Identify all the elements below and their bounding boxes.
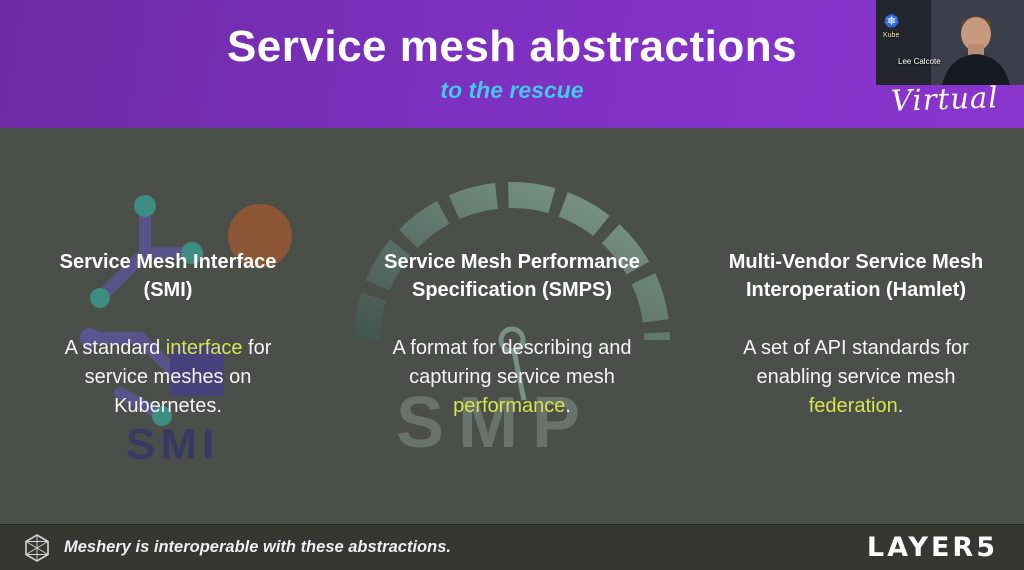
smi-logo-watermark-icon bbox=[60, 178, 310, 433]
column-title-smi: Service Mesh Interface (SMI) bbox=[59, 251, 277, 301]
kubernetes-logo-icon bbox=[884, 13, 899, 33]
body-text: . bbox=[897, 395, 904, 417]
virtual-script-label: Virtual bbox=[889, 80, 999, 118]
layer5-wordmark: LAYER5 bbox=[866, 532, 998, 563]
header-banner: Service mesh abstractions to the rescue bbox=[0, 0, 1024, 128]
smp-watermark-text: SMP bbox=[396, 383, 595, 463]
column-body-smps: A format for describing and capturing se… bbox=[362, 334, 662, 421]
body-text: for service meshes on Kubernetes. bbox=[84, 337, 272, 417]
smi-watermark-text: SMI bbox=[126, 420, 220, 469]
body-text: A format for describing and capturing se… bbox=[392, 337, 632, 388]
footer-bar: Meshery is interoperable with these abst… bbox=[0, 524, 1024, 570]
column-body-hamlet: A set of API standards for enabling serv… bbox=[716, 334, 996, 421]
webcam-logo-text: Kube bbox=[883, 32, 900, 39]
column-title-hamlet: Multi-Vendor Service Mesh Interoperation… bbox=[728, 251, 984, 301]
column-smi: Service Mesh Interface (SMI) A standard … bbox=[3, 248, 333, 421]
highlight-text: federation bbox=[808, 395, 898, 417]
page-title: Service mesh abstractions bbox=[226, 22, 798, 71]
column-hamlet: Multi-Vendor Service Mesh Interoperation… bbox=[691, 248, 1021, 421]
column-smps: Service Mesh Performance Specification (… bbox=[347, 248, 677, 421]
smp-gauge-watermark-icon bbox=[352, 168, 682, 433]
body-text: . bbox=[565, 395, 571, 417]
body-text: A standard bbox=[64, 337, 166, 359]
columns: Service Mesh Interface (SMI) A standard … bbox=[0, 248, 1024, 421]
footer-note: Meshery is interoperable with these abst… bbox=[64, 538, 451, 556]
column-title-smps: Service Mesh Performance Specification (… bbox=[384, 251, 640, 301]
participant-name: Lee Calcote bbox=[898, 57, 941, 66]
highlight-text: performance bbox=[453, 395, 566, 417]
body-text: A set of API standards for enabling serv… bbox=[743, 337, 969, 388]
column-body-smi: A standard interface for service meshes … bbox=[46, 334, 291, 421]
highlight-text: interface bbox=[165, 337, 243, 359]
speaker-avatar bbox=[876, 0, 1024, 85]
webcam-tile[interactable]: Kube Lee Calcote bbox=[876, 0, 1024, 85]
meshery-logo-icon bbox=[24, 533, 50, 562]
page-subtitle: to the rescue bbox=[440, 77, 584, 103]
